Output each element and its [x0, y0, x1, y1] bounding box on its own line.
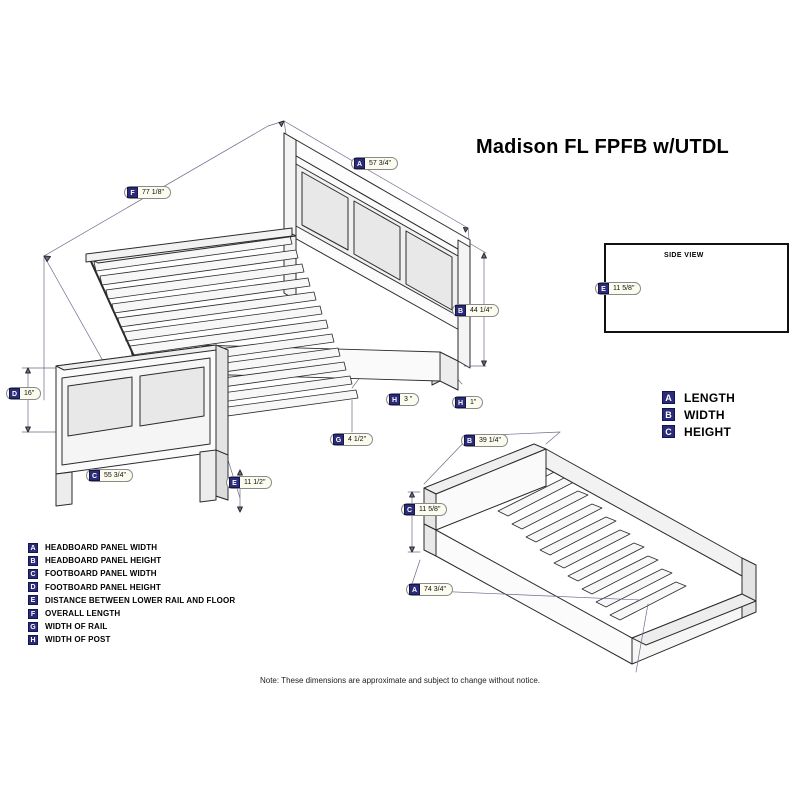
dimension-rail-width: G 4 1/2"	[330, 433, 374, 446]
dimension-trundle-height: C 11 5/8"	[401, 503, 448, 516]
dimension-side-view-height: E 11 5/8"	[595, 282, 642, 295]
badge-letter-f: F	[28, 608, 38, 619]
badge-letter-d: D	[28, 582, 38, 593]
badge-letter-c: C	[28, 568, 38, 579]
badge-letter-a: A	[354, 158, 365, 169]
dimension-value: 55 3/4"	[104, 472, 126, 479]
key-legend-label: FOOTBOARD PANEL HEIGHT	[45, 582, 161, 592]
badge-letter-a: A	[662, 391, 675, 404]
dimension-overall-length: F 77 1/8"	[124, 186, 171, 199]
badge-letter-a: A	[409, 584, 420, 595]
badge-letter-h: H	[455, 397, 466, 408]
key-legend-row: E DISTANCE BETWEEN LOWER RAIL AND FLOOR	[28, 594, 235, 607]
key-legend-row: H WIDTH OF POST	[28, 633, 235, 646]
dimension-trundle-length: A 74 3/4"	[406, 583, 453, 596]
dimension-value: 4 1/2"	[348, 436, 367, 443]
abc-legend-row: A LENGTH	[662, 389, 735, 406]
dimension-value: 16"	[24, 390, 35, 397]
dimension-value: 11 1/2"	[244, 479, 266, 486]
key-legend: A HEADBOARD PANEL WIDTH B HEADBOARD PANE…	[28, 541, 235, 647]
badge-letter-e: E	[229, 477, 240, 488]
badge-letter-g: G	[333, 434, 344, 445]
badge-letter-h: H	[389, 394, 400, 405]
dimension-footboard-panel-height: D 16"	[6, 387, 42, 400]
key-legend-label: WIDTH OF POST	[45, 635, 111, 645]
footer-note: Note: These dimensions are approximate a…	[259, 676, 541, 685]
abc-legend-label: LENGTH	[684, 390, 736, 405]
badge-letter-b: B	[662, 408, 675, 421]
dimension-trundle-width: B 39 1/4"	[461, 434, 508, 447]
page-title: Madison FL FPFB w/UTDL	[476, 136, 729, 158]
key-legend-row: D FOOTBOARD PANEL HEIGHT	[28, 581, 235, 594]
dimension-post-width-large: H 3 "	[386, 393, 420, 406]
dimension-value: 11 5/8"	[613, 285, 635, 292]
badge-letter-e: E	[598, 283, 609, 294]
dimension-value: 77 1/8"	[142, 189, 164, 196]
key-legend-row: G WIDTH OF RAIL	[28, 620, 235, 633]
key-legend-label: HEADBOARD PANEL WIDTH	[45, 543, 158, 553]
key-legend-row: F OVERALL LENGTH	[28, 607, 235, 620]
dimension-headboard-panel-width: A 57 3/4"	[351, 157, 398, 170]
dimension-value: 57 3/4"	[369, 160, 391, 167]
key-legend-row: A HEADBOARD PANEL WIDTH	[28, 541, 235, 554]
key-legend-row: C FOOTBOARD PANEL WIDTH	[28, 567, 235, 580]
abc-legend: A LENGTH B WIDTH C HEIGHT	[662, 389, 735, 440]
key-legend-label: OVERALL LENGTH	[45, 609, 121, 619]
key-legend-label: HEADBOARD PANEL HEIGHT	[45, 556, 162, 566]
badge-letter-c: C	[662, 425, 675, 438]
abc-legend-label: HEIGHT	[684, 424, 732, 439]
badge-letter-b: B	[455, 305, 466, 316]
dimension-post-width-small: H 1"	[452, 396, 484, 409]
badge-letter-d: D	[9, 388, 20, 399]
dimension-value: 1"	[470, 399, 477, 406]
badge-letter-b: B	[28, 555, 38, 566]
dimension-value: 39 1/4"	[479, 437, 501, 444]
badge-letter-a: A	[28, 542, 38, 553]
dimension-footboard-panel-width: C 55 3/4"	[86, 469, 133, 482]
dimension-value: 3 "	[404, 396, 413, 403]
badge-letter-b: B	[464, 435, 475, 446]
badge-letter-h: H	[28, 634, 38, 645]
dimension-value: 74 3/4"	[424, 586, 446, 593]
abc-legend-label: WIDTH	[684, 407, 725, 422]
abc-legend-row: B WIDTH	[662, 406, 735, 423]
dimension-headboard-panel-height: B 44 1/4"	[452, 304, 499, 317]
badge-letter-g: G	[28, 621, 38, 632]
badge-letter-c: C	[404, 504, 415, 515]
side-view-label: SIDE VIEW	[664, 252, 704, 259]
badge-letter-c: C	[89, 470, 100, 481]
key-legend-label: WIDTH OF RAIL	[45, 622, 108, 632]
key-legend-row: B HEADBOARD PANEL HEIGHT	[28, 554, 235, 567]
key-legend-label: DISTANCE BETWEEN LOWER RAIL AND FLOOR	[45, 595, 236, 605]
dimension-lower-rail-to-floor: E 11 1/2"	[226, 476, 273, 489]
abc-legend-row: C HEIGHT	[662, 423, 735, 440]
badge-letter-f: F	[127, 187, 138, 198]
badge-letter-e: E	[28, 595, 38, 606]
dimension-value: 44 1/4"	[470, 307, 492, 314]
dimension-value: 11 5/8"	[419, 506, 441, 513]
key-legend-label: FOOTBOARD PANEL WIDTH	[45, 569, 157, 579]
